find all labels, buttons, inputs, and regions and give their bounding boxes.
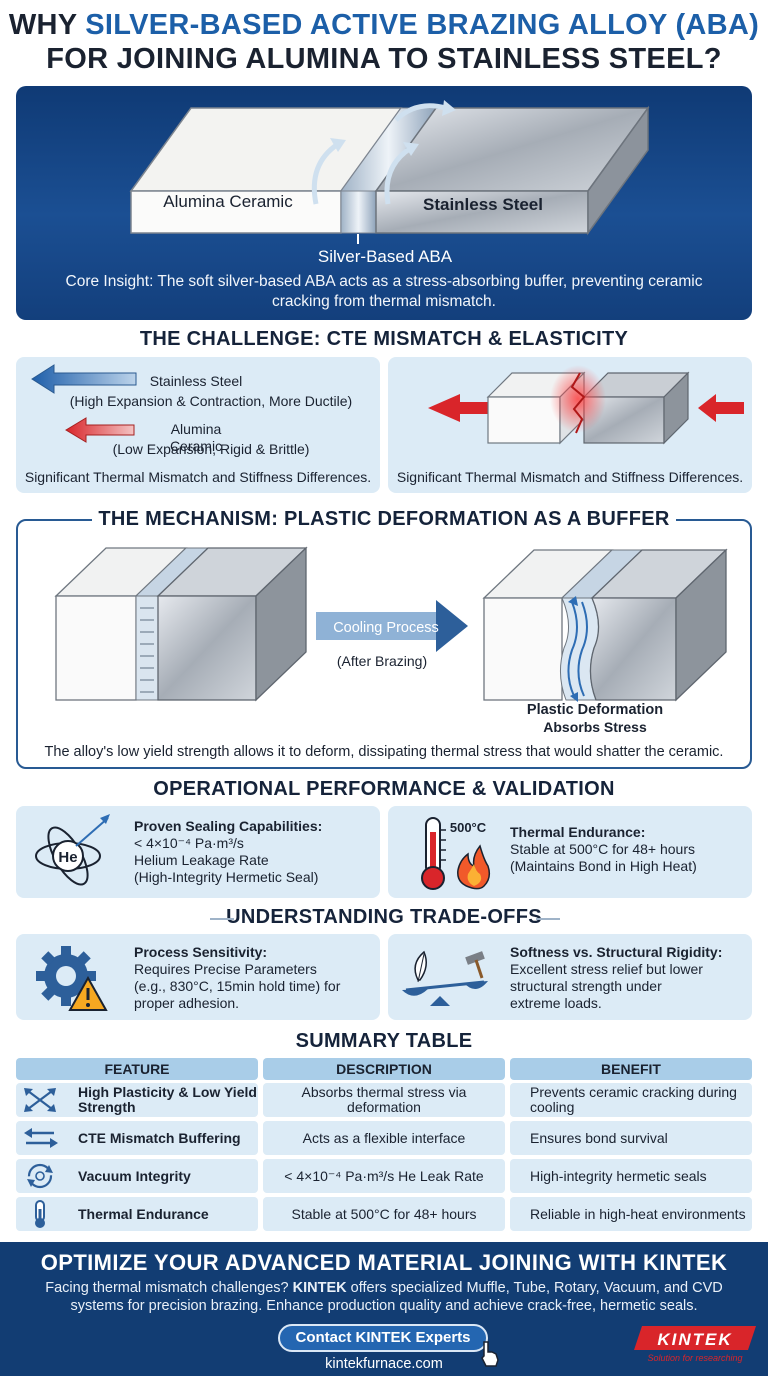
hero-panel: Alumina Ceramic Stainless Steel Silver-B…: [16, 86, 752, 320]
deform-label-2: Absorbs Stress: [543, 719, 647, 735]
challenge-left-panel: Stainless Steel (High Expansion & Contra…: [16, 357, 380, 493]
crack-illustration: [428, 365, 744, 445]
hammer-icon: [465, 951, 485, 965]
helium-atom-icon: He: [35, 814, 110, 886]
mechanism-illustration: Cooling Process (After Brazing) Plastic …: [54, 546, 728, 718]
crack-line: [570, 372, 586, 434]
thermal-panel: 500°C Thermal Endurance: Stable at 500°C…: [388, 806, 752, 898]
pointer-hand-icon: [481, 1341, 499, 1367]
blue-arrow-icon: [31, 364, 137, 394]
expansion-arrows: [31, 364, 137, 443]
title-prefix: WHY: [8, 9, 86, 41]
process-line-2: (e.g., 830°C, 15min hold time) for: [134, 978, 341, 994]
softness-title: Softness vs. Structural Rigidity:: [510, 944, 723, 960]
feature-cell: Vacuum Integrity: [16, 1159, 258, 1193]
header-description: DESCRIPTION: [263, 1058, 505, 1080]
joint-illustration: Alumina Ceramic Stainless Steel Silver-B…: [129, 100, 650, 266]
process-line-1: Requires Precise Parameters: [134, 961, 317, 977]
table-row: Thermal Endurance Stable at 500°C for 48…: [16, 1197, 752, 1233]
alumina-label: Alumina Ceramic: [169, 421, 223, 454]
description-cell: Absorbs thermal stress via deformation: [263, 1083, 505, 1117]
description-cell: Stable at 500°C for 48+ hours: [263, 1197, 505, 1231]
summary-section-title: SUMMARY TABLE: [295, 1030, 473, 1052]
alumina-label: Alumina Ceramic: [163, 192, 293, 211]
svg-text:Solution for researching: Solution for researching: [647, 1353, 742, 1363]
performance-section-title: OPERATIONAL PERFORMANCE & VALIDATION: [153, 778, 615, 800]
description-cell: Acts as a flexible interface: [263, 1121, 505, 1155]
footer-title: OPTIMIZE YOUR ADVANCED MATERIAL JOINING …: [40, 1250, 728, 1275]
softness-line-2: structural strength under: [510, 978, 662, 994]
title-highlight: SILVER-BASED ACTIVE BRAZING ALLOY (ABA): [85, 9, 760, 41]
thermal-title: Thermal Endurance:: [510, 824, 646, 840]
aba-layer-left: [135, 595, 159, 701]
steel-label: Stainless Steel: [423, 195, 543, 214]
thermometer-icon: [35, 1200, 45, 1228]
red-arrow-icon: [65, 417, 135, 443]
footer-banner: OPTIMIZE YOUR ADVANCED MATERIAL JOINING …: [0, 1242, 768, 1376]
thermal-line-1: Stable at 500°C for 48+ hours: [510, 841, 695, 857]
benefit-cell: Prevents ceramic cracking during cooling: [510, 1083, 752, 1117]
sealing-panel: He Proven Sealing Capabilities: < 4×10⁻⁴…: [16, 806, 380, 898]
title-line-2: FOR JOINING ALUMINA TO STAINLESS STEEL?: [46, 43, 722, 75]
left-pull-arrow-icon: [428, 394, 492, 422]
balance-scale-icon: [402, 950, 488, 1006]
process-line-3: proper adhesion.: [134, 995, 240, 1011]
challenge-caption-right: Significant Thermal Mismatch and Stiffne…: [396, 469, 744, 485]
kintek-logo: KINTEK Solution for researching: [634, 1326, 756, 1363]
deform-label-1: Plastic Deformation: [527, 702, 663, 718]
steel-desc: (High Expansion & Contraction, More Duct…: [69, 393, 353, 409]
page-title: WHY SILVER-BASED ACTIVE BRAZING ALLOY (A…: [0, 8, 768, 76]
seal-line-3: (High-Integrity Hermetic Seal): [134, 869, 319, 885]
seal-line-2: Helium Leakage Rate: [134, 852, 269, 868]
mechanism-caption: The alloy's low yield strength allows it…: [44, 744, 724, 760]
process-panel: Process Sensitivity: Requires Precise Pa…: [16, 934, 380, 1020]
vacuum-cycle-icon: [27, 1163, 53, 1189]
benefit-cell: High-integrity hermetic seals: [510, 1159, 752, 1193]
alumina-desc: (Low Expansion, Rigid & Brittle): [112, 441, 310, 457]
website-link[interactable]: kintekfurnace.com: [325, 1356, 443, 1372]
seal-title: Proven Sealing Capabilities:: [134, 818, 323, 834]
feature-cell: Thermal Endurance: [16, 1197, 258, 1231]
process-title: Process Sensitivity:: [134, 944, 268, 960]
header-feature: FEATURE: [16, 1058, 258, 1080]
feature-cell: CTE Mismatch Buffering: [16, 1121, 258, 1155]
softness-panel: Softness vs. Structural Rigidity: Excell…: [388, 934, 752, 1020]
steel-front-face: [375, 190, 589, 234]
steel-label: Stainless Steel: [149, 373, 243, 389]
footer-description: Facing thermal mismatch challenges? KINT…: [45, 1280, 723, 1314]
stress-arrow-icon: [311, 141, 340, 205]
right-pull-arrow-icon: [698, 394, 744, 422]
feature-cell: High Plasticity & Low Yield Strength: [16, 1083, 258, 1117]
table-row: High Plasticity & Low Yield Strength Abs…: [16, 1083, 752, 1119]
cooling-sublabel: (After Brazing): [337, 653, 427, 669]
benefit-cell: Ensures bond survival: [510, 1121, 752, 1155]
tradeoffs-section-title: UNDERSTANDING TRADE-OFFS: [0, 906, 768, 929]
opposing-arrows-icon: [24, 1128, 58, 1148]
expand-arrows-icon: [24, 1088, 56, 1112]
aba-layer: [340, 190, 377, 234]
thermal-line-2: (Maintains Bond in High Heat): [510, 858, 697, 874]
benefit-cell: Reliable in high-heat environments: [510, 1197, 752, 1231]
mechanism-section-title: THE MECHANISM: PLASTIC DEFORMATION AS A …: [92, 508, 676, 531]
challenge-section-title: THE CHALLENGE: CTE MISMATCH & ELASTICITY: [139, 328, 629, 350]
challenge-caption-left: Significant Thermal Mismatch and Stiffne…: [24, 469, 372, 485]
svg-text:KINTEK: KINTEK: [657, 1330, 732, 1349]
softness-line-1: Excellent stress relief but lower: [510, 961, 703, 977]
seal-line-1: < 4×10⁻⁴ Pa·m³/s: [134, 835, 244, 851]
core-insight-text: Core Insight: The soft silver-based ABA …: [65, 273, 703, 310]
temp-badge: 500°C: [450, 820, 487, 835]
gear-warning-icon: [36, 946, 108, 1011]
description-cell: < 4×10⁻⁴ Pa·m³/s He Leak Rate: [263, 1159, 505, 1193]
challenge-right-panel: Significant Thermal Mismatch and Stiffne…: [388, 357, 752, 493]
contact-experts-button[interactable]: Contact KINTEK Experts: [278, 1324, 488, 1352]
he-symbol: He: [58, 849, 77, 866]
softness-line-3: extreme loads.: [510, 995, 602, 1011]
header-benefit: BENEFIT: [510, 1058, 752, 1080]
aba-label: Silver-Based ABA: [318, 247, 453, 266]
cooling-label: Cooling Process: [333, 620, 439, 636]
table-row: CTE Mismatch Buffering Acts as a flexibl…: [16, 1121, 752, 1157]
thermometer-flame-icon: 500°C: [421, 817, 491, 890]
feather-icon: [414, 950, 427, 981]
table-row: Vacuum Integrity < 4×10⁻⁴ Pa·m³/s He Lea…: [16, 1159, 752, 1195]
